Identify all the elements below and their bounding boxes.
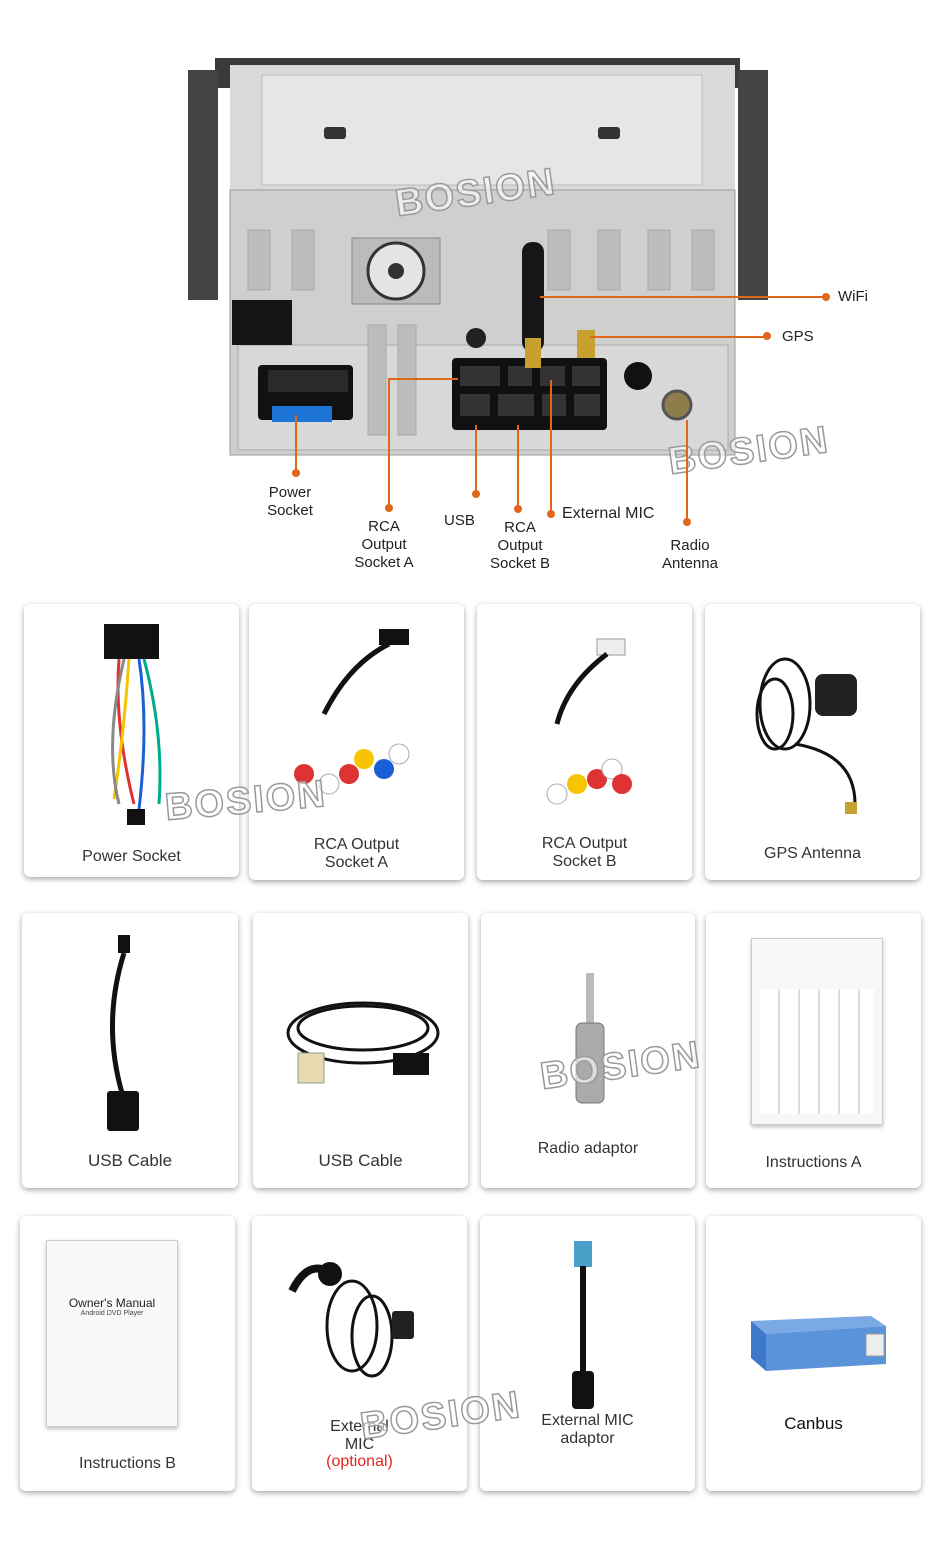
rca-b-dot xyxy=(514,505,522,513)
item-card-canbus: Canbus xyxy=(706,1216,921,1491)
item-label-external-mic: External MIC xyxy=(330,1418,389,1453)
gps-label: GPS xyxy=(782,328,814,345)
rca-b-leader-line xyxy=(517,425,519,509)
item-card-rca-b: RCA Output Socket B xyxy=(477,604,692,880)
radio-antenna-label-1: Radio xyxy=(670,537,710,554)
usb-leader-line xyxy=(475,425,477,493)
ext-mic-label: External MIC xyxy=(562,505,655,522)
item-label-rca-a: RCA Output Socket A xyxy=(313,836,400,871)
rca-a-label-3: Socket A xyxy=(354,554,414,571)
usb-cable-long-image xyxy=(286,1001,440,1084)
item-label-radio-adaptor: Radio adaptor xyxy=(537,1140,639,1157)
item-label-power-socket: Power Socket xyxy=(82,848,181,865)
instruction-sheet-image xyxy=(751,938,883,1125)
gps-antenna-image xyxy=(755,657,857,814)
rca-b-label-3: Socket B xyxy=(489,555,551,572)
wifi-dot xyxy=(822,293,830,301)
item-card-gps-antenna: GPS Antenna xyxy=(705,604,920,880)
item-label-usb-cable-1: USB Cable xyxy=(87,1151,173,1170)
ext-mic-dot xyxy=(547,510,555,518)
item-card-external-mic: External MIC (optional) xyxy=(252,1216,467,1491)
power-dot xyxy=(292,469,300,477)
item-card-usb-cable-1: USB Cable xyxy=(22,913,238,1188)
rca-b-label-1: RCA xyxy=(504,519,536,536)
gps-leader-line xyxy=(590,336,766,338)
item-label-instructions-a: Instructions A xyxy=(765,1154,862,1171)
item-label-usb-cable-2: USB Cable xyxy=(318,1151,403,1170)
radio-leader-line xyxy=(686,420,688,522)
item-card-radio-adaptor: Radio adaptor xyxy=(481,913,695,1188)
canbus-box-image xyxy=(751,1316,886,1371)
rca-a-label: RCA Output Socket A xyxy=(344,518,424,572)
rca-b-label: RCA Output Socket B xyxy=(480,519,560,573)
item-card-instructions-a: Instructions A xyxy=(706,913,921,1188)
usb-label: USB xyxy=(444,512,475,529)
radio-adaptor-image xyxy=(575,973,605,1104)
rca-b-cable-image xyxy=(546,638,632,805)
radio-antenna-label-2: Antenna xyxy=(662,555,718,572)
item-card-rca-a: RCA Output Socket A xyxy=(249,604,464,880)
head-unit-diagram: BOSION BOSION WiFi GPS Power Socket RCA … xyxy=(0,0,950,590)
item-card-instructions-b: Owner's Manual Android DVD Player Instru… xyxy=(20,1216,235,1491)
item-label-external-mic-adaptor: External MIC adaptor xyxy=(541,1412,634,1447)
rca-a-leader-v xyxy=(388,378,390,508)
usb-cable-short-image xyxy=(107,935,139,1131)
rca-a-leader-h xyxy=(388,378,458,380)
power-socket-label: Power Socket xyxy=(250,484,330,520)
item-label-canbus: Canbus xyxy=(784,1414,843,1433)
usb-dot xyxy=(472,490,480,498)
rca-a-cable-image xyxy=(294,629,410,795)
item-card-usb-cable-2: USB Cable xyxy=(253,913,468,1188)
power-socket-label-1: Power xyxy=(268,484,312,501)
item-label-rca-b: RCA Output Socket B xyxy=(541,835,628,870)
mic-adaptor-image xyxy=(572,1241,594,1409)
rca-a-label-2: Output xyxy=(361,536,407,553)
rca-b-label-2: Output xyxy=(497,537,543,554)
item-label-gps-antenna: GPS Antenna xyxy=(764,845,861,862)
ext-mic-leader-line xyxy=(550,380,552,514)
radio-dot xyxy=(683,518,691,526)
head-unit-rear-image xyxy=(188,58,768,456)
item-card-power-socket: Power Socket xyxy=(24,604,239,877)
wifi-label: WiFi xyxy=(838,288,868,305)
external-mic-image xyxy=(288,1262,414,1378)
gps-dot xyxy=(763,332,771,340)
power-harness-image xyxy=(104,624,162,825)
owners-manual-image: Owner's Manual Android DVD Player xyxy=(46,1240,178,1427)
power-leader-line xyxy=(295,415,297,473)
item-note-optional: (optional) xyxy=(326,1453,393,1470)
wifi-leader-line xyxy=(540,296,825,298)
instruction-sheet-lines xyxy=(760,989,874,1114)
manual-title: Owner's Manual xyxy=(68,1296,156,1310)
manual-subtitle: Android DVD Player xyxy=(80,1310,144,1317)
item-card-external-mic-adaptor: External MIC adaptor xyxy=(480,1216,695,1491)
radio-antenna-label: Radio Antenna xyxy=(650,537,730,573)
item-label-instructions-b: Instructions B xyxy=(79,1455,176,1472)
power-socket-label-2: Socket xyxy=(267,502,313,519)
rca-a-label-1: RCA xyxy=(368,518,400,535)
rca-a-dot xyxy=(385,504,393,512)
